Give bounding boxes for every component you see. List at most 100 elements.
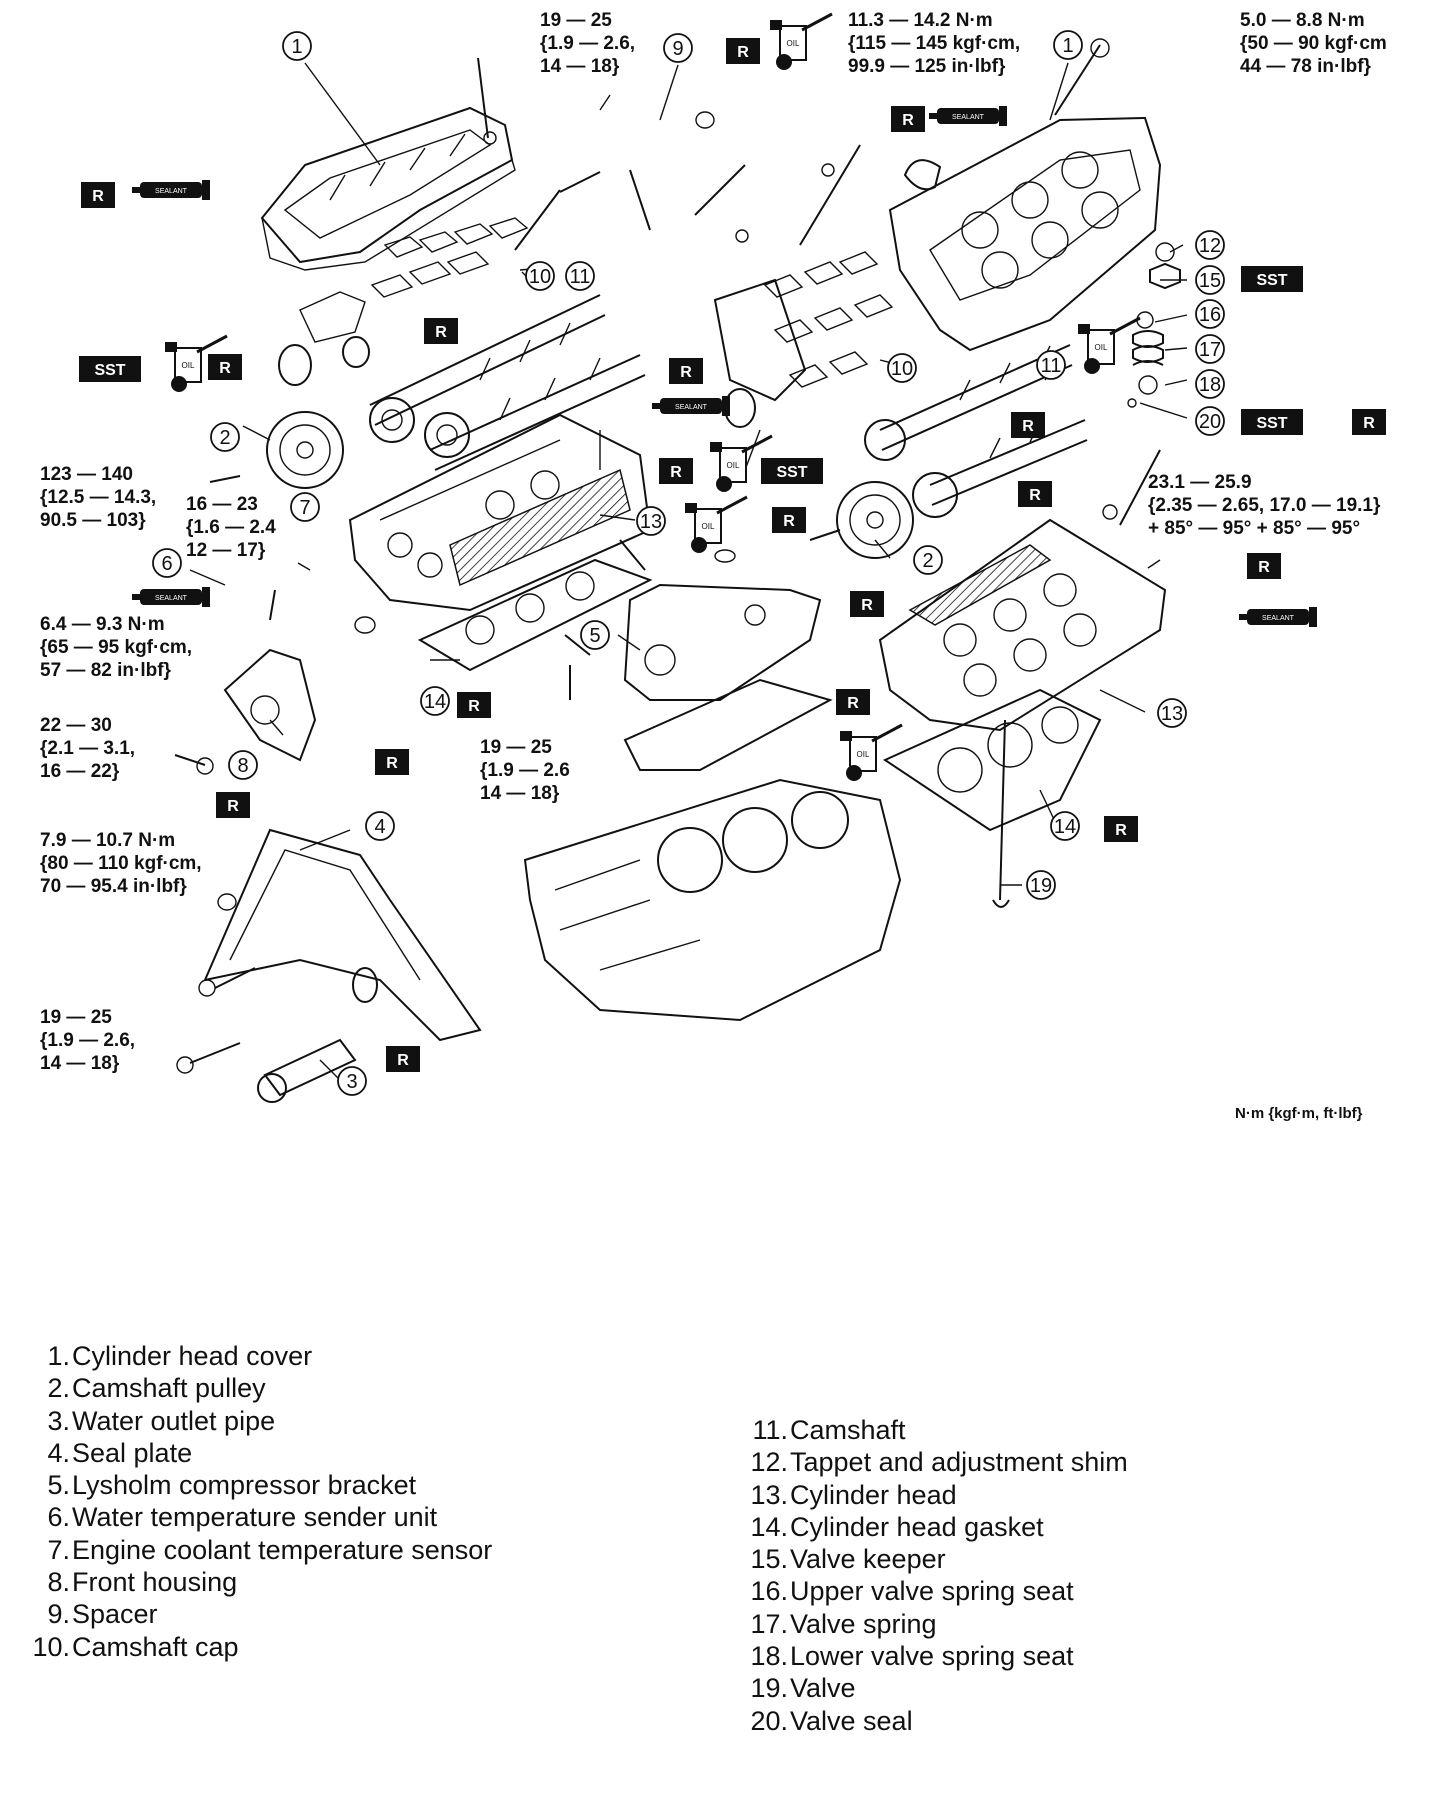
svg-text:17: 17 — [1199, 339, 1221, 361]
legend-label: Front housing — [72, 1567, 238, 1598]
torque-spec-t10: 7.9 — 10.7 N·m{80 — 110 kgf·cm,70 — 95.4… — [40, 830, 202, 897]
legend-item: 16.Upper valve spring seat — [742, 1575, 1128, 1607]
callout-2: 2 — [913, 545, 943, 575]
svg-text:OIL: OIL — [182, 361, 195, 370]
legend-item: 3.Water outlet pipe — [24, 1405, 492, 1437]
legend-item: 14.Cylinder head gasket — [742, 1511, 1128, 1543]
svg-text:SST: SST — [94, 362, 125, 379]
replace-tag: R — [424, 318, 458, 344]
svg-text:R: R — [902, 112, 914, 129]
legend-label: Valve — [790, 1673, 856, 1704]
svg-text:R: R — [435, 324, 447, 341]
callout-10: 10 — [525, 261, 555, 291]
legend-label: Water temperature sender unit — [72, 1502, 438, 1533]
camshafts-left — [369, 294, 646, 471]
replace-tag: R — [81, 182, 115, 208]
oil-can-icon: OIL — [840, 723, 903, 781]
replace-tag: R — [1018, 481, 1052, 507]
callout-10: 10 — [887, 353, 917, 383]
oil-can-icon: OIL — [770, 12, 833, 70]
legend-item: 6.Water temperature sender unit — [24, 1501, 492, 1533]
callout-15: 15 — [1195, 265, 1225, 295]
svg-text:R: R — [219, 360, 231, 377]
svg-text:SEALANT: SEALANT — [675, 404, 708, 411]
legend-number: 16. — [750, 1576, 788, 1607]
svg-text:OIL: OIL — [787, 39, 800, 48]
svg-text:19: 19 — [1030, 875, 1052, 897]
sealant-tube-icon: SEALANT — [1239, 607, 1317, 627]
lower-gasket — [623, 678, 833, 771]
camshaft-pulley-right — [836, 481, 914, 559]
special-tool-tag: SST — [1241, 266, 1303, 292]
svg-text:3: 3 — [346, 1071, 357, 1093]
svg-text:R: R — [861, 597, 873, 614]
front-housing — [223, 648, 317, 762]
legend-item: 20.Valve seal — [742, 1705, 1128, 1737]
cylinder-head-left — [348, 413, 652, 612]
callout-14: 14 — [420, 686, 450, 716]
legend-label: Camshaft pulley — [72, 1373, 266, 1404]
svg-text:SEALANT: SEALANT — [1262, 615, 1295, 622]
legend-label: Camshaft cap — [72, 1631, 239, 1662]
svg-text:18: 18 — [1199, 374, 1221, 396]
oil-can-icon: OIL — [165, 334, 228, 392]
replace-tag: R — [1247, 553, 1281, 579]
callout-2: 2 — [210, 422, 240, 452]
replace-tag: R — [1011, 412, 1045, 438]
callout-8: 8 — [228, 750, 258, 780]
replace-tag: R — [726, 38, 760, 64]
legend-number: 5. — [47, 1470, 70, 1501]
torque-spec-t2: 11.3 — 14.2 N·m{115 — 145 kgf·cm,99.9 — … — [848, 10, 1020, 77]
replace-tag: R — [772, 507, 806, 533]
legend-number: 2. — [47, 1373, 70, 1404]
sealant-tube-icon: SEALANT — [652, 396, 730, 416]
replace-tag: R — [216, 792, 250, 818]
legend-item: 15.Valve keeper — [742, 1543, 1128, 1575]
legend-label: Upper valve spring seat — [790, 1576, 1074, 1607]
legend-number: 15. — [750, 1544, 788, 1575]
svg-text:R: R — [468, 698, 480, 715]
replace-tag: R — [659, 458, 693, 484]
svg-text:R: R — [670, 464, 682, 481]
callout-4: 4 — [365, 811, 395, 841]
svg-text:OIL: OIL — [702, 522, 715, 531]
legend-label: Valve spring — [790, 1608, 937, 1639]
svg-text:OIL: OIL — [727, 461, 740, 470]
replace-tag: R — [850, 591, 884, 617]
torque-specs: 19 — 25{1.9 — 2.6,14 — 18} 11.3 — 14.2 N·… — [40, 10, 1387, 1074]
cylinder-head-cover-right — [888, 116, 1162, 352]
legend-label: Lower valve spring seat — [790, 1641, 1074, 1672]
seal-plate — [203, 828, 482, 1042]
special-tool-tag: SST — [79, 356, 141, 382]
legend-label: Spacer — [72, 1599, 158, 1630]
callout-19: 19 — [1026, 870, 1056, 900]
torque-spec-t11: 19 — 25{1.9 — 2.6,14 — 18} — [40, 1007, 135, 1074]
replace-tag: R — [375, 749, 409, 775]
callout-11: 11 — [1036, 350, 1066, 380]
legend-number: 3. — [47, 1405, 70, 1436]
legend-number: 7. — [47, 1534, 70, 1565]
svg-text:5: 5 — [589, 625, 600, 647]
svg-text:4: 4 — [374, 816, 385, 838]
legend-item: 19.Valve — [742, 1672, 1128, 1704]
svg-text:7: 7 — [299, 497, 310, 519]
lysholm-compressor-bracket — [623, 583, 822, 701]
legend-number: 18. — [750, 1641, 788, 1672]
svg-text:SST: SST — [776, 464, 807, 481]
legend-number: 1. — [47, 1341, 70, 1371]
legend-label: Lysholm compressor bracket — [72, 1470, 417, 1501]
svg-text:20: 20 — [1199, 411, 1221, 433]
legend-number: 6. — [47, 1502, 70, 1533]
svg-text:14: 14 — [1054, 816, 1076, 838]
legend-number: 8. — [47, 1567, 70, 1598]
svg-text:R: R — [1029, 487, 1041, 504]
svg-text:R: R — [1022, 418, 1034, 435]
torque-spec-t8: 22 — 30{2.1 — 3.1,16 — 22} — [40, 715, 135, 782]
callout-11: 11 — [565, 261, 595, 291]
cylinder-head-gasket-right — [882, 688, 1102, 832]
svg-text:11: 11 — [570, 266, 591, 288]
special-tool-tag: SST — [761, 458, 823, 484]
legend-item: 11.Camshaft — [742, 1414, 1128, 1446]
legend-item: 5. Lysholm compressor bracket — [24, 1469, 492, 1501]
